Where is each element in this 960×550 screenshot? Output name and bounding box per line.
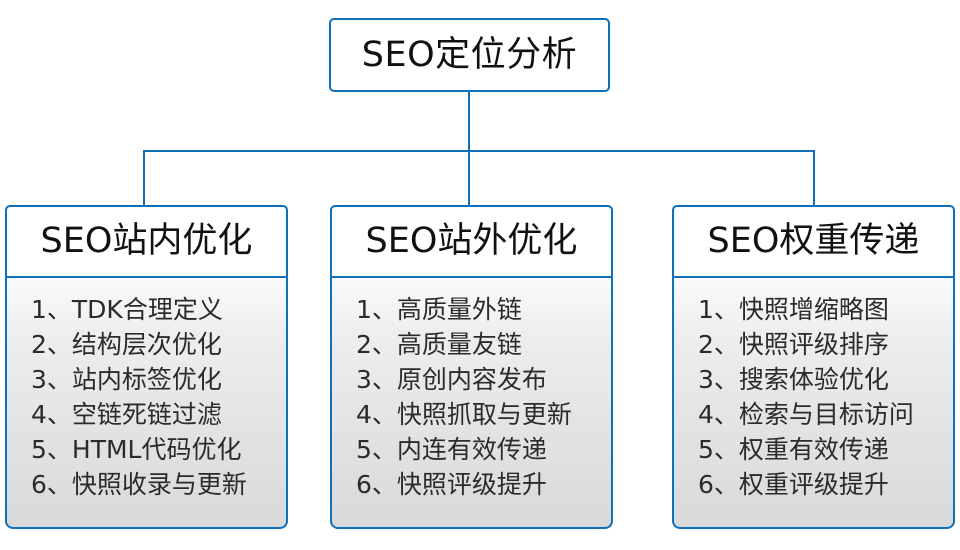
list-item-text: 站内标签优化 bbox=[71, 365, 222, 394]
list-item: 1、 高质量外链 bbox=[356, 292, 611, 327]
root-node-seo-positioning-analysis: SEO定位分析 bbox=[329, 18, 610, 92]
list-item-index: 2、 bbox=[356, 330, 397, 359]
list-item-text: 高质量外链 bbox=[396, 295, 522, 324]
list-item-index: 3、 bbox=[31, 365, 72, 394]
connector-branch-2-vertical bbox=[468, 150, 470, 206]
list-item: 2、 高质量友链 bbox=[356, 327, 611, 362]
branch-1-item-list: 1、 TDK合理定义 2、 结构层次优化 3、 站内标签优化 4、 空链死链过滤… bbox=[7, 292, 286, 502]
branch-2-body: 1、 高质量外链 2、 高质量友链 3、 原创内容发布 4、 快照抓取与更新 5… bbox=[330, 278, 613, 529]
branch-column-1: SEO站内优化 1、 TDK合理定义 2、 结构层次优化 3、 站内标签优化 4… bbox=[5, 205, 288, 529]
list-item-index: 1、 bbox=[698, 295, 739, 324]
list-item-text: 检索与目标访问 bbox=[738, 400, 914, 429]
branch-1-header-label: SEO站内优化 bbox=[40, 221, 253, 261]
list-item-index: 4、 bbox=[31, 400, 72, 429]
list-item-text: 快照抓取与更新 bbox=[396, 400, 572, 429]
list-item-text: HTML代码优化 bbox=[71, 435, 242, 464]
list-item: 3、 原创内容发布 bbox=[356, 362, 611, 397]
list-item-index: 2、 bbox=[31, 330, 72, 359]
branch-3-header-label: SEO权重传递 bbox=[707, 221, 920, 261]
branch-1-body: 1、 TDK合理定义 2、 结构层次优化 3、 站内标签优化 4、 空链死链过滤… bbox=[5, 278, 288, 529]
list-item: 5、 权重有效传递 bbox=[698, 432, 953, 467]
list-item: 1、 TDK合理定义 bbox=[31, 292, 286, 327]
branch-3-body: 1、 快照增缩略图 2、 快照评级排序 3、 搜索体验优化 4、 检索与目标访问… bbox=[672, 278, 955, 529]
list-item: 6、 快照评级提升 bbox=[356, 467, 611, 502]
branch-2-header-label: SEO站外优化 bbox=[365, 221, 578, 261]
list-item: 6、 权重评级提升 bbox=[698, 467, 953, 502]
list-item-index: 1、 bbox=[31, 295, 72, 324]
list-item-index: 4、 bbox=[698, 400, 739, 429]
connector-branch-3-vertical bbox=[813, 150, 815, 206]
list-item-text: 快照评级提升 bbox=[396, 470, 547, 499]
list-item-text: 搜索体验优化 bbox=[738, 365, 889, 394]
list-item-text: 高质量友链 bbox=[396, 330, 522, 359]
list-item-index: 5、 bbox=[356, 435, 397, 464]
list-item-index: 6、 bbox=[31, 470, 72, 499]
connector-branch-1-vertical bbox=[143, 150, 145, 206]
branch-3-header: SEO权重传递 bbox=[672, 205, 955, 278]
list-item: 4、 快照抓取与更新 bbox=[356, 397, 611, 432]
branch-column-3: SEO权重传递 1、 快照增缩略图 2、 快照评级排序 3、 搜索体验优化 4、 bbox=[672, 205, 955, 529]
list-item-text: 快照评级排序 bbox=[738, 330, 889, 359]
branch-2-header: SEO站外优化 bbox=[330, 205, 613, 278]
list-item: 3、 站内标签优化 bbox=[31, 362, 286, 397]
list-item-text: 权重评级提升 bbox=[738, 470, 889, 499]
list-item-text: 内连有效传递 bbox=[396, 435, 547, 464]
list-item-text: 结构层次优化 bbox=[71, 330, 222, 359]
list-item-text: 快照增缩略图 bbox=[738, 295, 889, 324]
root-node-label: SEO定位分析 bbox=[361, 34, 578, 75]
list-item: 3、 搜索体验优化 bbox=[698, 362, 953, 397]
list-item-text: TDK合理定义 bbox=[71, 295, 223, 324]
connector-horizontal-bus bbox=[143, 150, 815, 152]
list-item-text: 空链死链过滤 bbox=[71, 400, 222, 429]
list-item-index: 3、 bbox=[356, 365, 397, 394]
list-item: 6、 快照收录与更新 bbox=[31, 467, 286, 502]
list-item-index: 3、 bbox=[698, 365, 739, 394]
list-item: 4、 检索与目标访问 bbox=[698, 397, 953, 432]
list-item-index: 4、 bbox=[356, 400, 397, 429]
list-item: 1、 快照增缩略图 bbox=[698, 292, 953, 327]
list-item: 5、 内连有效传递 bbox=[356, 432, 611, 467]
branch-column-2: SEO站外优化 1、 高质量外链 2、 高质量友链 3、 原创内容发布 4、 快 bbox=[330, 205, 613, 529]
list-item-text: 原创内容发布 bbox=[396, 365, 547, 394]
list-item-index: 6、 bbox=[698, 470, 739, 499]
list-item-index: 5、 bbox=[31, 435, 72, 464]
branch-2-item-list: 1、 高质量外链 2、 高质量友链 3、 原创内容发布 4、 快照抓取与更新 5… bbox=[332, 292, 611, 502]
list-item: 4、 空链死链过滤 bbox=[31, 397, 286, 432]
list-item-index: 6、 bbox=[356, 470, 397, 499]
branch-3-item-list: 1、 快照增缩略图 2、 快照评级排序 3、 搜索体验优化 4、 检索与目标访问… bbox=[674, 292, 953, 502]
list-item-index: 1、 bbox=[356, 295, 397, 324]
list-item-index: 5、 bbox=[698, 435, 739, 464]
connector-root-vertical bbox=[468, 92, 470, 151]
list-item-text: 快照收录与更新 bbox=[71, 470, 247, 499]
list-item: 2、 快照评级排序 bbox=[698, 327, 953, 362]
list-item-index: 2、 bbox=[698, 330, 739, 359]
list-item: 5、 HTML代码优化 bbox=[31, 432, 286, 467]
list-item-text: 权重有效传递 bbox=[738, 435, 889, 464]
branch-1-header: SEO站内优化 bbox=[5, 205, 288, 278]
list-item: 2、 结构层次优化 bbox=[31, 327, 286, 362]
